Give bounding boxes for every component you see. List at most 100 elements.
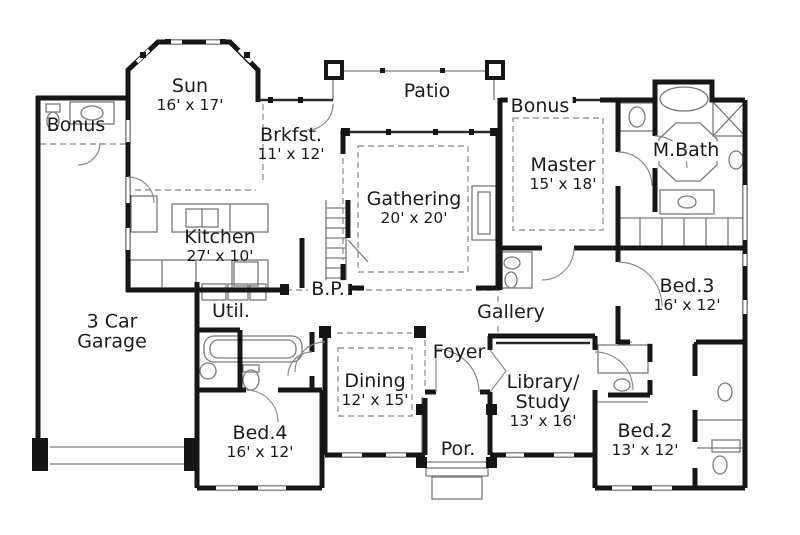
room-name: Master [530, 154, 596, 177]
garage-post [184, 438, 198, 471]
room-name: Library/ [506, 371, 580, 394]
range [233, 261, 259, 287]
kitchen-island [171, 203, 269, 233]
garage-door-lines [50, 446, 184, 465]
porch-step [425, 467, 489, 477]
wall-dining-foyer [322, 332, 490, 458]
room-dims: 20' x 20' [380, 208, 448, 227]
patio-posts [324, 60, 505, 80]
room-name: Brkfst. [260, 124, 322, 147]
patio-post [485, 60, 505, 80]
room-name: Patio [403, 80, 451, 103]
toilet-tank [45, 103, 61, 113]
dining-post [414, 326, 426, 338]
toilet-bowl [46, 111, 60, 131]
room-name: 3 Car [86, 310, 138, 333]
room-name: Bonus [507, 96, 573, 117]
master-closets [618, 217, 745, 246]
room-name: Bed.4 [232, 422, 288, 445]
room-label-bed3: Bed.3 16' x 12' [653, 275, 721, 314]
room-name: Gathering [366, 188, 462, 211]
garage-post [32, 438, 48, 471]
room-name: Bed.3 [659, 275, 715, 298]
room-name: B.P. [308, 279, 348, 300]
room-label-kitchen: Kitchen 27' x 10' [184, 226, 256, 265]
room-dims: 15' x 18' [529, 174, 597, 193]
room-label-mbath: M.Bath [649, 140, 723, 161]
room-label-gallery: Gallery [474, 302, 548, 323]
dining-tray-ceiling [337, 347, 413, 417]
door-arcs [77, 103, 688, 423]
gathering-tray-ceiling [357, 145, 469, 273]
dashed-lines [40, 104, 694, 417]
room-name: M.Bath [649, 140, 723, 161]
room-label-library: Library/ Study 13' x 16' [506, 371, 580, 430]
porch-post [486, 404, 497, 415]
vanity [69, 101, 115, 125]
bathtub [203, 335, 303, 363]
room-name: Sun [171, 75, 209, 98]
sink [199, 362, 217, 380]
room-name: Garage [77, 330, 147, 352]
room-label-sun: Sun 16' x 17' [156, 75, 224, 114]
room-name: Bed.2 [617, 420, 673, 443]
fridge [130, 195, 158, 233]
room-label-bed4: Bed.4 16' x 12' [226, 422, 294, 461]
patio-post [324, 60, 344, 80]
room-name: Bonus [46, 114, 106, 137]
stairs-treads [326, 207, 346, 279]
room-dims: 16' x 17' [156, 95, 224, 114]
water-closet [728, 150, 744, 170]
posts-and-ticks [32, 39, 576, 471]
room-label-por: Por. [437, 439, 479, 460]
room-dims: 13' x 16' [509, 411, 577, 430]
bath2-tub [597, 344, 649, 374]
porch-post [416, 404, 427, 415]
room-name: Dining [344, 370, 406, 393]
wall-library [487, 333, 595, 458]
room-dims: 11' x 12' [257, 144, 325, 163]
porch-post [416, 457, 427, 468]
toilet-bowl [242, 369, 260, 391]
mbath-vanity [659, 189, 715, 215]
window-gaps [126, 40, 747, 490]
wall-bed2 [592, 336, 748, 491]
porch-post [486, 457, 497, 468]
room-dims: 16' x 12' [226, 442, 294, 461]
front-door-arc [435, 348, 480, 393]
wall-left-wing [35, 39, 261, 472]
room-name: Por. [437, 439, 479, 460]
master-tub [659, 86, 709, 112]
room-dims: 16' x 12' [653, 295, 721, 314]
toilet-tank [242, 364, 260, 373]
library-door-zigzag [489, 349, 507, 393]
bed2-closet-shelves [697, 419, 743, 449]
room-label-bonus-right: Bonus [507, 96, 573, 117]
dining-post [319, 326, 331, 338]
room-label-garage: 3 Car Garage [77, 310, 147, 352]
room-label-master: Master 15' x 18' [529, 154, 597, 193]
room-dims: 27' x 10' [186, 246, 254, 265]
room-name: Gallery [474, 302, 548, 323]
room-name: Kitchen [184, 226, 256, 249]
room-label-dining: Dining 12' x 15' [341, 370, 409, 409]
room-label-gathering: Gathering 20' x 20' [366, 188, 462, 227]
room-dims: 12' x 15' [341, 390, 409, 409]
room-label-bonus-left: Bonus [46, 114, 106, 137]
patio-edge-lines [332, 70, 495, 100]
room-label-foyer: Foyer [432, 341, 486, 364]
room-label-brkfst: Brkfst. 11' x 12' [257, 124, 325, 163]
wall-master [497, 97, 621, 290]
room-dims: 13' x 12' [611, 440, 679, 459]
room-label-patio: Patio [403, 80, 451, 103]
room-label-util: Util. [209, 301, 253, 322]
room-label-bp: B.P. [308, 279, 348, 300]
master-tray-ceiling [512, 117, 604, 231]
room-name: Study [515, 390, 571, 413]
walls [35, 39, 748, 491]
room-name: Foyer [432, 341, 486, 364]
room-name: Util. [209, 301, 253, 322]
porch-walk [431, 476, 483, 500]
